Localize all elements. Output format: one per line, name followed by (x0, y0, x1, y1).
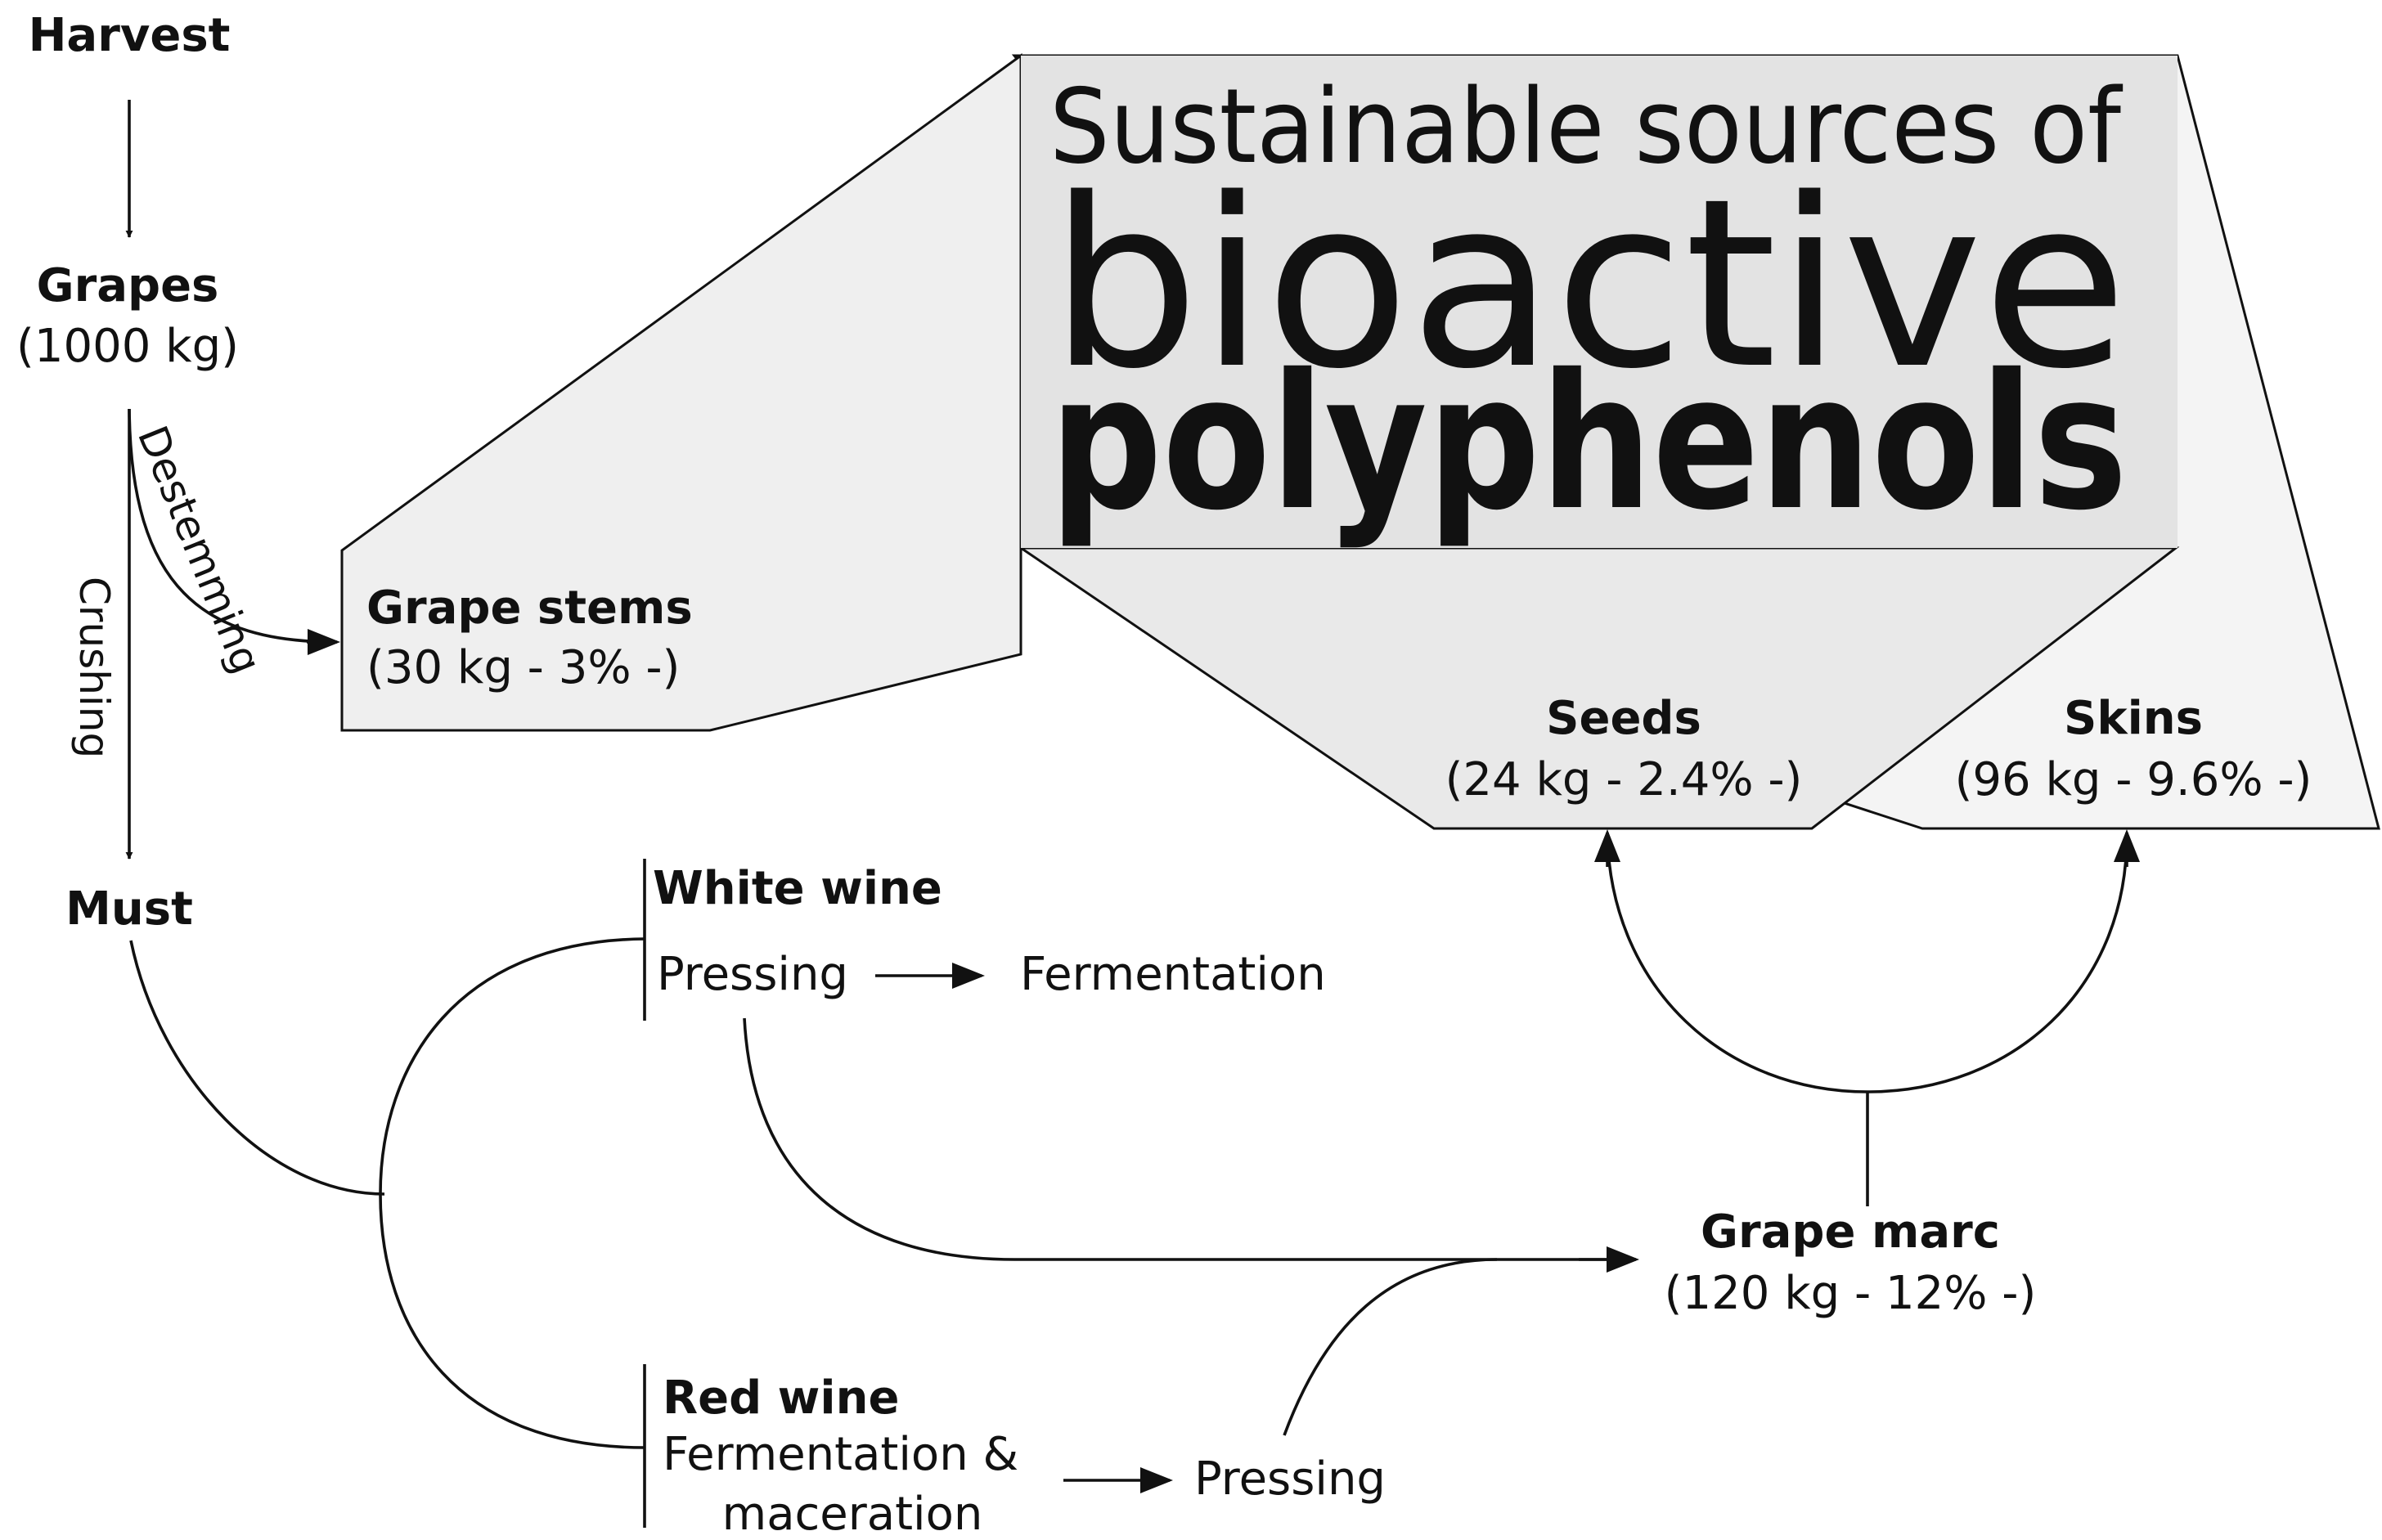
label-must: Must (65, 882, 193, 936)
label-red-fermentation-1: Fermentation & (663, 1428, 1018, 1481)
connectors (125, 100, 2140, 1528)
label-grapes: Grapes (37, 259, 219, 312)
curve-marc-to-skins (1867, 835, 2128, 1093)
label-skins: Skins (2064, 692, 2203, 745)
curve-must (129, 940, 385, 1196)
banner-panel (1021, 56, 2178, 548)
arrow-destemming (128, 408, 336, 644)
polyphenol-panels (340, 53, 2380, 830)
label-grape-marc-amount: (120 kg - 12% -) (1665, 1267, 2037, 1320)
label-white-fermentation: Fermentation (1020, 948, 1326, 1001)
label-red-wine: Red wine (663, 1372, 899, 1425)
label-grapes-amount: (1000 kg) (16, 320, 239, 373)
label-seeds-amount: (24 kg - 2.4% -) (1445, 753, 1803, 806)
label-red-pressing: Pressing (1194, 1452, 1386, 1506)
label-crushing: Crushing (70, 577, 118, 758)
banner-line1: Sustainable sources of (1049, 66, 2123, 186)
label-red-fermentation-2: maceration (722, 1488, 983, 1540)
curve-white-to-marc (743, 1017, 1611, 1261)
curve-marc-to-seeds (1606, 835, 1868, 1093)
label-seeds: Seeds (1546, 692, 1701, 745)
banner-line3: polyphenols (1049, 334, 2128, 551)
grape-stems-panel (340, 53, 1022, 732)
label-grape-stems: Grape stems (366, 581, 693, 635)
label-white-wine: White wine (653, 862, 942, 915)
banner-line2: bioactive (1049, 149, 2128, 420)
curve-wine-split (379, 937, 645, 1449)
curve-red-to-marc (1283, 1258, 1498, 1436)
label-grape-marc: Grape marc (1701, 1206, 2000, 1259)
label-harvest: Harvest (29, 9, 231, 62)
label-skins-amount: (96 kg - 9.6% -) (1955, 753, 2312, 806)
label-white-pressing: Pressing (657, 948, 848, 1001)
label-grape-stems-amount: (30 kg - 3% -) (366, 641, 680, 694)
label-destemming: Destemming (128, 420, 271, 680)
